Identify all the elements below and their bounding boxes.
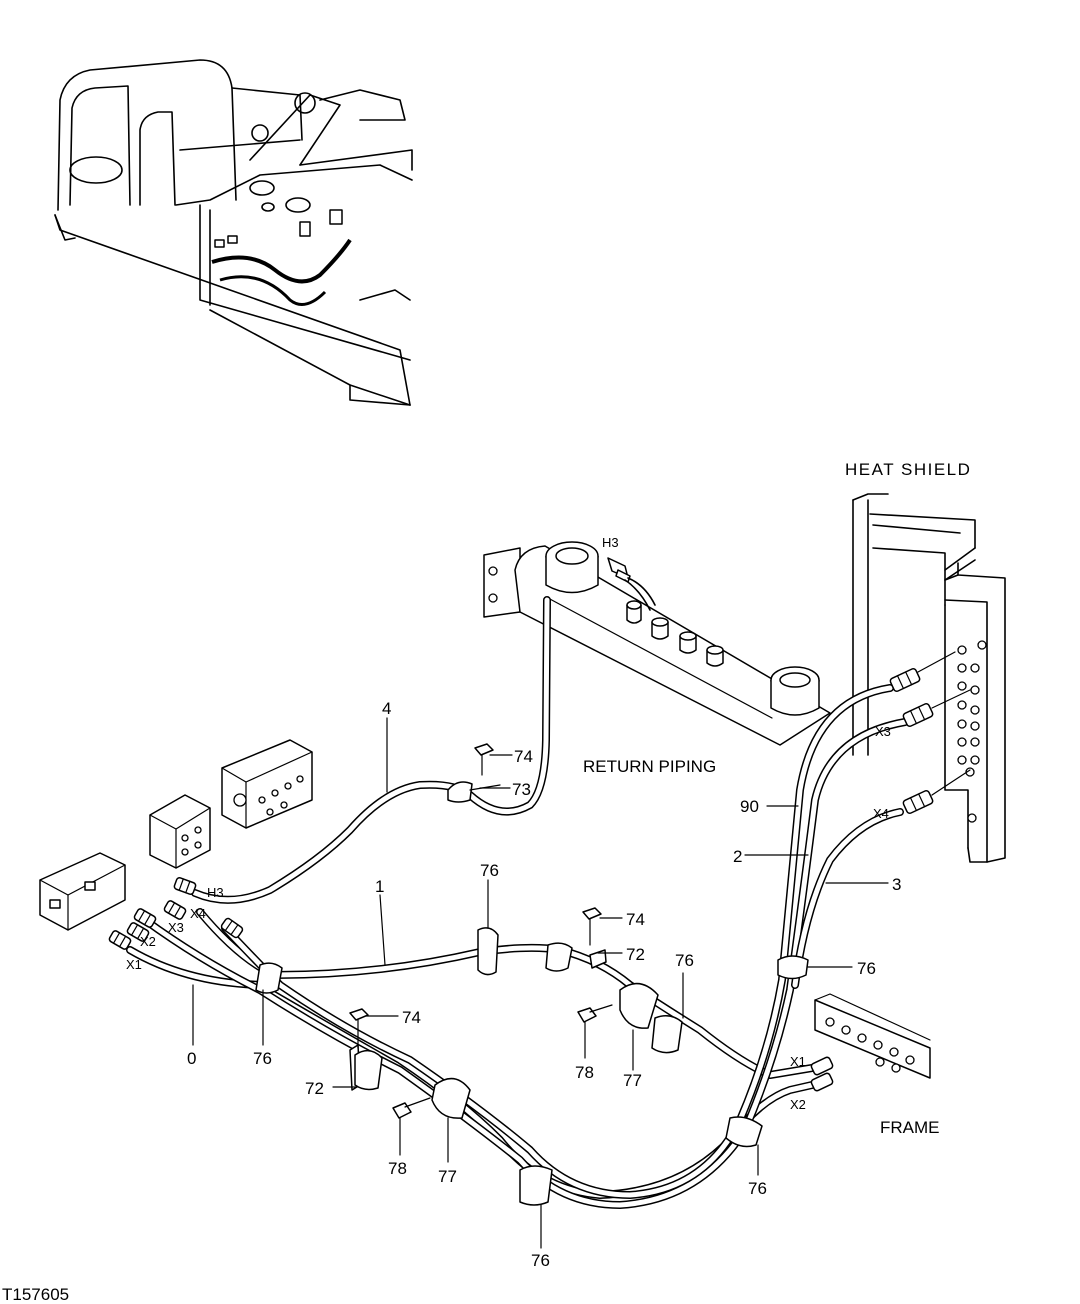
port-h3-left: H3 [207,885,224,900]
port-x4-top: X4 [873,806,889,821]
hose-end-fittings [108,651,971,1092]
bolt-74-top [474,743,494,776]
return-piping-label: RETURN PIPING [583,757,716,776]
callout-74-mid: 74 [626,910,645,929]
callout-76-shield: 76 [857,959,876,978]
callout-77-mid: 77 [623,1071,642,1090]
frame-bar [814,993,931,1079]
figure-id: T157605 [2,1285,69,1304]
heat-shield-bolt-holes [957,640,987,823]
callout-76-bottom: 76 [531,1251,550,1270]
return-piping-manifold [483,541,831,746]
callout-76-left: 76 [253,1049,272,1068]
port-x1-left: X1 [126,957,142,972]
callout-78-mid: 78 [575,1063,594,1082]
pilot-valve-blocks [39,739,313,931]
clamps-and-bolts [255,743,809,1206]
callout-4: 4 [382,699,391,718]
callout-90: 90 [740,797,759,816]
text-labels: HEAT SHIELD RETURN PIPING FRAME T157605 … [2,460,971,1304]
callout-74-low: 74 [402,1008,421,1027]
leader-lines [192,717,889,1249]
port-x4-left: X4 [190,906,206,921]
callout-73: 73 [512,780,531,799]
heat-shield [852,493,1006,863]
port-x3-top: X3 [875,724,891,739]
port-x1-right: X1 [790,1054,806,1069]
port-h3-top: H3 [602,535,619,550]
callout-78-low: 78 [388,1159,407,1178]
bolt-78-mid [577,1004,613,1023]
callout-3: 3 [892,875,901,894]
hose-4 [191,596,551,904]
callout-2: 2 [733,847,742,866]
callout-77-low: 77 [438,1167,457,1186]
manifold-port-bosses [626,600,724,667]
bolt-78-low [392,1097,431,1119]
callout-76-right: 76 [675,951,694,970]
callout-74-top: 74 [514,747,533,766]
excavator-overview-inset [54,59,413,406]
frame-label: FRAME [880,1118,940,1137]
callout-1: 1 [375,877,384,896]
callout-76-frame: 76 [748,1179,767,1198]
hose-90 [221,684,894,1199]
callout-72-low: 72 [305,1079,324,1098]
frame-bolt-holes [825,1017,915,1073]
port-x2-right: X2 [790,1097,806,1112]
port-x2-left: X2 [140,934,156,949]
callout-72-mid: 72 [626,945,645,964]
callout-0: 0 [187,1049,196,1068]
callout-76-mid: 76 [480,861,499,880]
heat-shield-label: HEAT SHIELD [845,460,971,479]
bolt-74-mid [582,907,602,946]
bolt-74-low [349,1008,369,1049]
port-x3-left: X3 [168,920,184,935]
